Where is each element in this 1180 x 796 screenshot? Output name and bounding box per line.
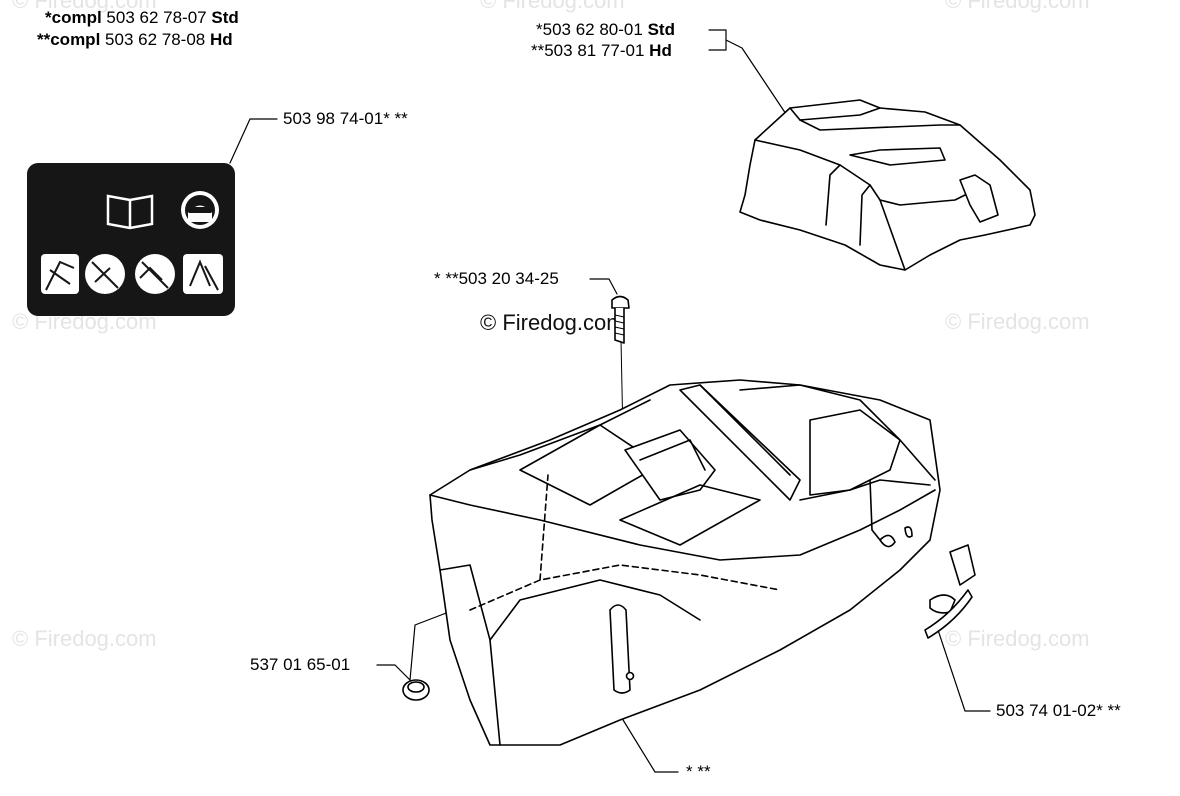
top-cover-part	[739, 99, 1036, 271]
grommet-part-label: 537 01 65-01	[250, 655, 351, 674]
decal-icons	[41, 191, 223, 294]
watermark: © Firedog.com	[480, 0, 625, 13]
header-suffix-2: Hd	[209, 30, 233, 49]
header-line-1: *compl 503 62 78-07 Std	[45, 8, 239, 28]
decal-part-label: 503 98 74-01* **	[283, 109, 408, 128]
watermark: © Firedog.com	[12, 626, 157, 651]
manual-book-icon	[106, 194, 154, 230]
face-protection-icon	[181, 191, 219, 229]
top-cover-label-std: *503 62 80-01 Std	[536, 20, 675, 40]
screw-part-label: * **503 20 34-25	[434, 269, 559, 288]
grommet-part	[402, 679, 430, 701]
top-cover-suffix-hd: Hd	[649, 41, 672, 60]
top-cover-suffix-std: Std	[647, 20, 675, 39]
header-number-1: 503 62 78-07	[106, 8, 207, 27]
leader-decal	[229, 118, 278, 164]
watermark: © Firedog.com	[945, 626, 1090, 651]
clip-part-label: 503 74 01-02* **	[996, 701, 1121, 720]
header-prefix-1: *compl	[45, 8, 102, 27]
header-prefix-2: **compl	[37, 30, 101, 49]
cylinder-cover-part	[429, 379, 941, 746]
watermark: © Firedog.com	[945, 309, 1090, 334]
watermark: © Firedog.com	[12, 0, 157, 13]
leader-grommet	[376, 664, 411, 681]
screw-part	[611, 295, 630, 344]
clip-part	[924, 544, 976, 639]
leader-top-cover	[708, 29, 791, 121]
top-cover-number-std: *503 62 80-01	[536, 20, 643, 39]
leader-clip	[937, 629, 991, 712]
watermark: © Firedog.com	[945, 0, 1090, 13]
header-line-2: **compl 503 62 78-08 Hd	[37, 30, 233, 50]
leader-cylinder-cover	[619, 714, 679, 773]
header-number-2: 503 62 78-08	[105, 30, 206, 49]
cylinder-cover-label: * **	[686, 762, 711, 781]
header-suffix-1: Std	[211, 8, 239, 27]
leader-screw	[589, 278, 618, 295]
top-cover-number-hd: **503 81 77-01	[531, 41, 645, 60]
center-copyright: © Firedog.com	[480, 310, 625, 335]
top-cover-label-hd: **503 81 77-01 Hd	[531, 41, 672, 61]
